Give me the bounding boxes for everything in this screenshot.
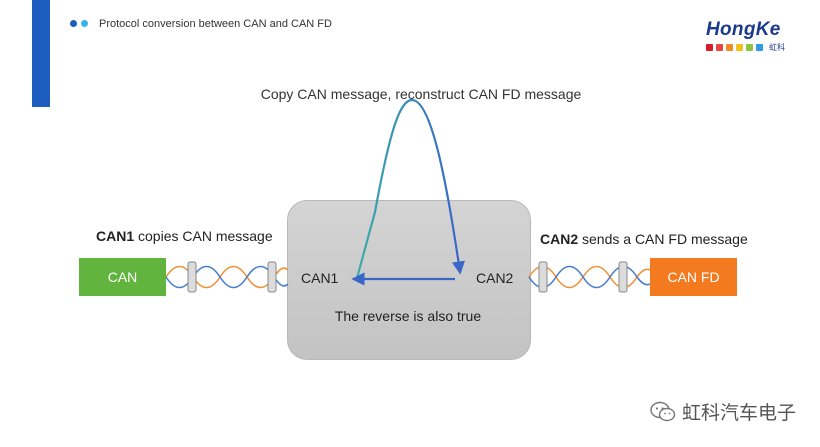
reverse-note: The reverse is also true	[334, 308, 482, 324]
conversion-arc-arrow	[355, 98, 465, 279]
can1-label: CAN1 copies CAN message	[96, 228, 273, 244]
logo-wordmark: HongKe	[706, 19, 781, 40]
left-cable	[165, 261, 289, 293]
logo-square	[726, 44, 733, 51]
can1-label-bold: CAN1	[96, 228, 135, 244]
cable-connector	[267, 261, 277, 293]
port-can1: CAN1	[301, 270, 339, 286]
logo-squares: 虹科	[706, 42, 796, 53]
page-title: Protocol conversion between CAN and CAN …	[99, 18, 332, 30]
header-accent-bar	[32, 0, 50, 107]
header-dot	[81, 20, 88, 27]
watermark: 虹科汽车电子	[650, 398, 796, 425]
top-caption: Copy CAN message, reconstruct CAN FD mes…	[260, 86, 582, 102]
can1-label-text: copies CAN message	[134, 228, 273, 244]
logo-square	[706, 44, 713, 51]
hongke-logo: HongKe 虹科	[706, 20, 796, 53]
can2-label-bold: CAN2	[540, 231, 579, 247]
cable-connector	[618, 261, 628, 293]
can-node: CAN	[79, 258, 166, 296]
logo-chinese-text: 虹科	[769, 43, 785, 52]
header-dots	[70, 20, 88, 27]
cable-connector	[187, 261, 197, 293]
can2-label-text: sends a CAN FD message	[578, 231, 748, 247]
logo-square	[736, 44, 743, 51]
canfd-node: CAN FD	[650, 258, 737, 296]
can2-label: CAN2 sends a CAN FD message	[540, 231, 748, 247]
logo-square	[746, 44, 753, 51]
watermark-text: 虹科汽车电子	[682, 402, 797, 424]
logo-square	[756, 44, 763, 51]
right-cable	[528, 261, 651, 293]
logo-square	[716, 44, 723, 51]
header-dot	[70, 20, 77, 27]
port-can2: CAN2	[476, 270, 514, 286]
cable-connector	[538, 261, 548, 293]
wechat-icon	[650, 401, 676, 421]
